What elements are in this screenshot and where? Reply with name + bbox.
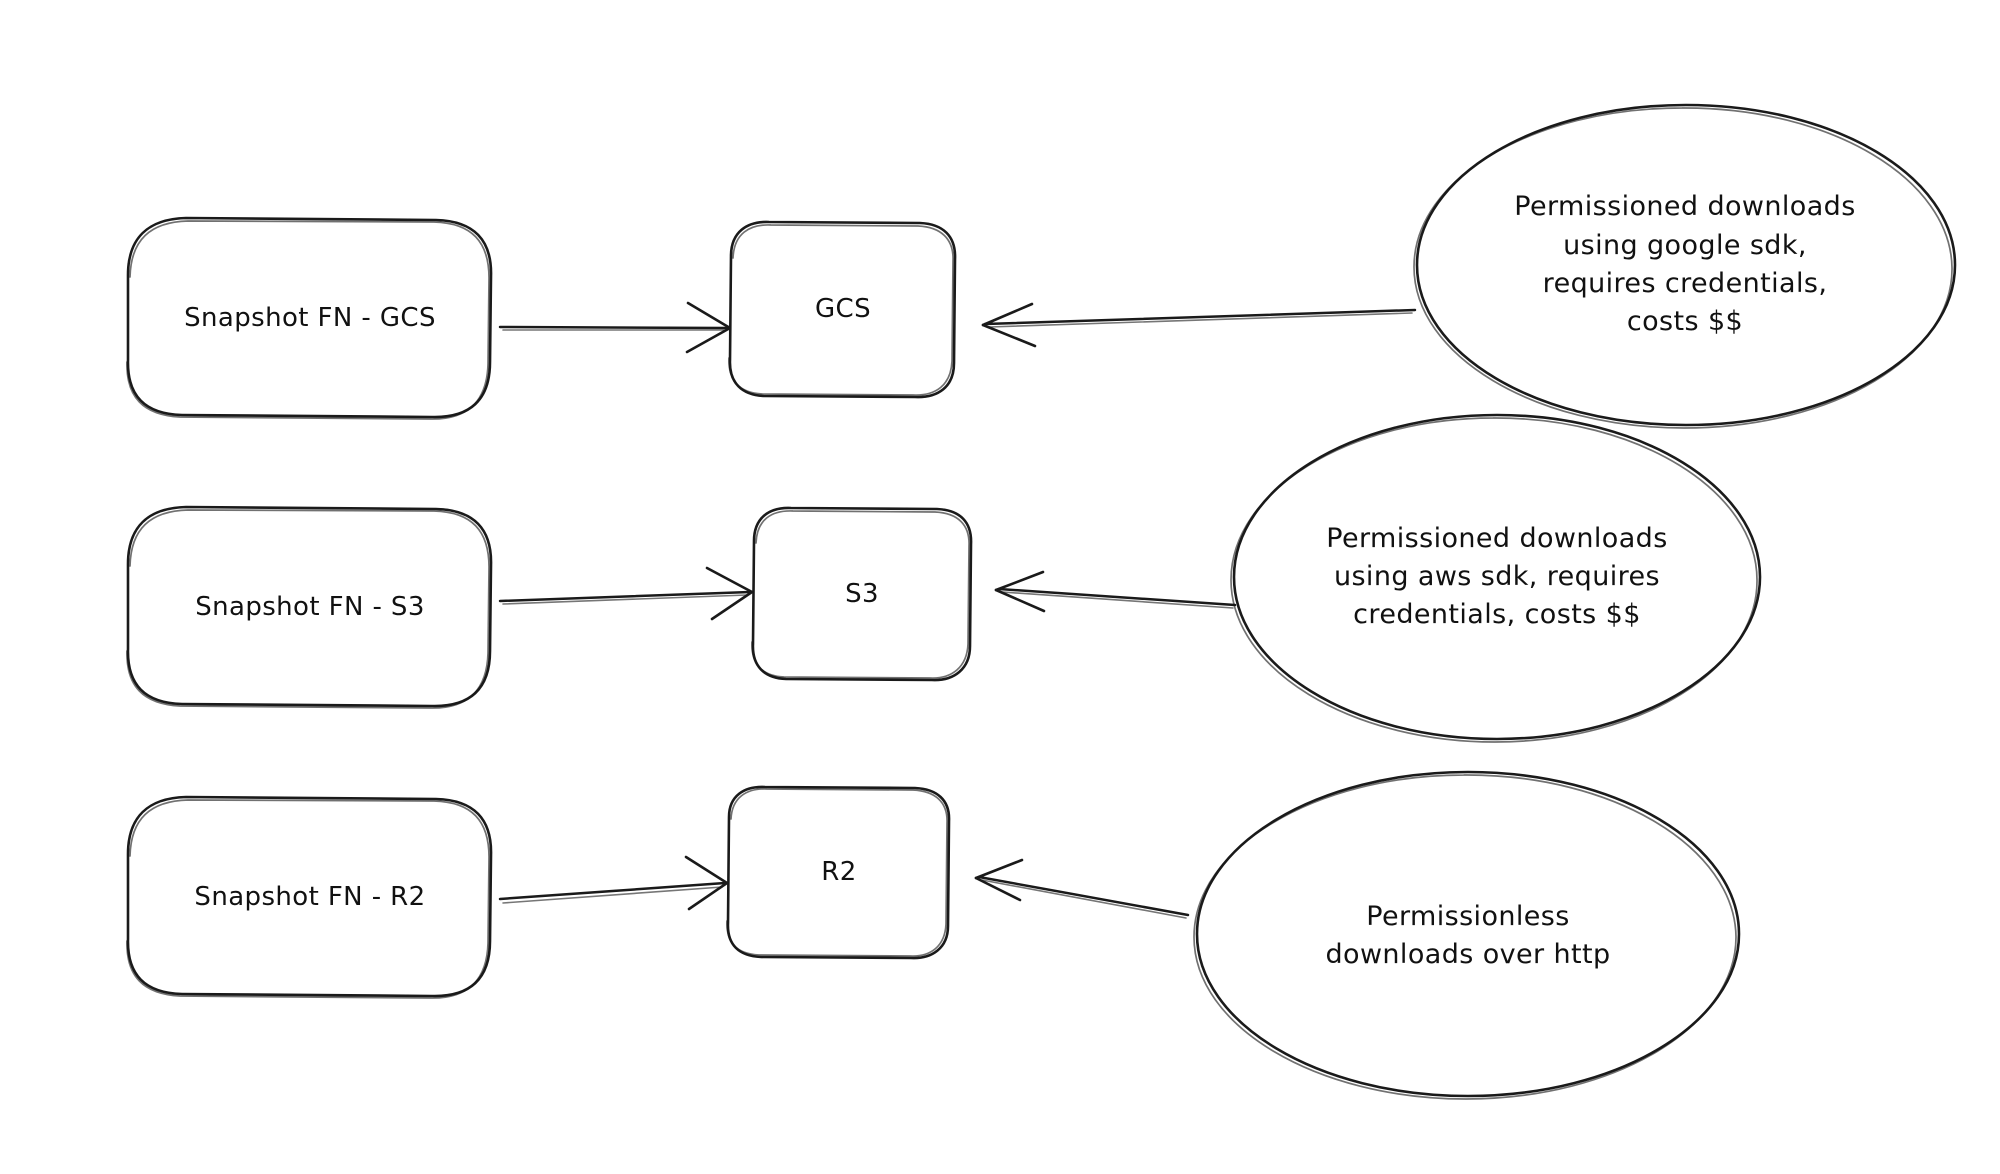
edge-snapshot-fn-r2-to-r2 [498,855,729,911]
node-shape-note-gcs[interactable] [1413,103,1957,429]
edge-note-gcs-to-gcs [981,302,1417,348]
node-shape-r2[interactable] [726,785,951,960]
node-shape-gcs[interactable] [728,220,957,399]
node-shape-note-r2[interactable] [1193,770,1741,1100]
node-shape-snapshot-fn-gcs[interactable] [126,216,493,420]
node-shape-snapshot-fn-r2[interactable] [126,795,493,999]
edge-snapshot-fn-s3-to-s3 [498,566,754,621]
node-shape-note-s3[interactable] [1230,413,1762,743]
edge-snapshot-fn-gcs-to-gcs [498,301,732,354]
node-shape-snapshot-fn-s3[interactable] [126,505,493,709]
edge-note-s3-to-s3 [994,570,1237,613]
edge-note-r2-to-r2 [974,858,1190,919]
node-shape-s3[interactable] [751,506,973,682]
